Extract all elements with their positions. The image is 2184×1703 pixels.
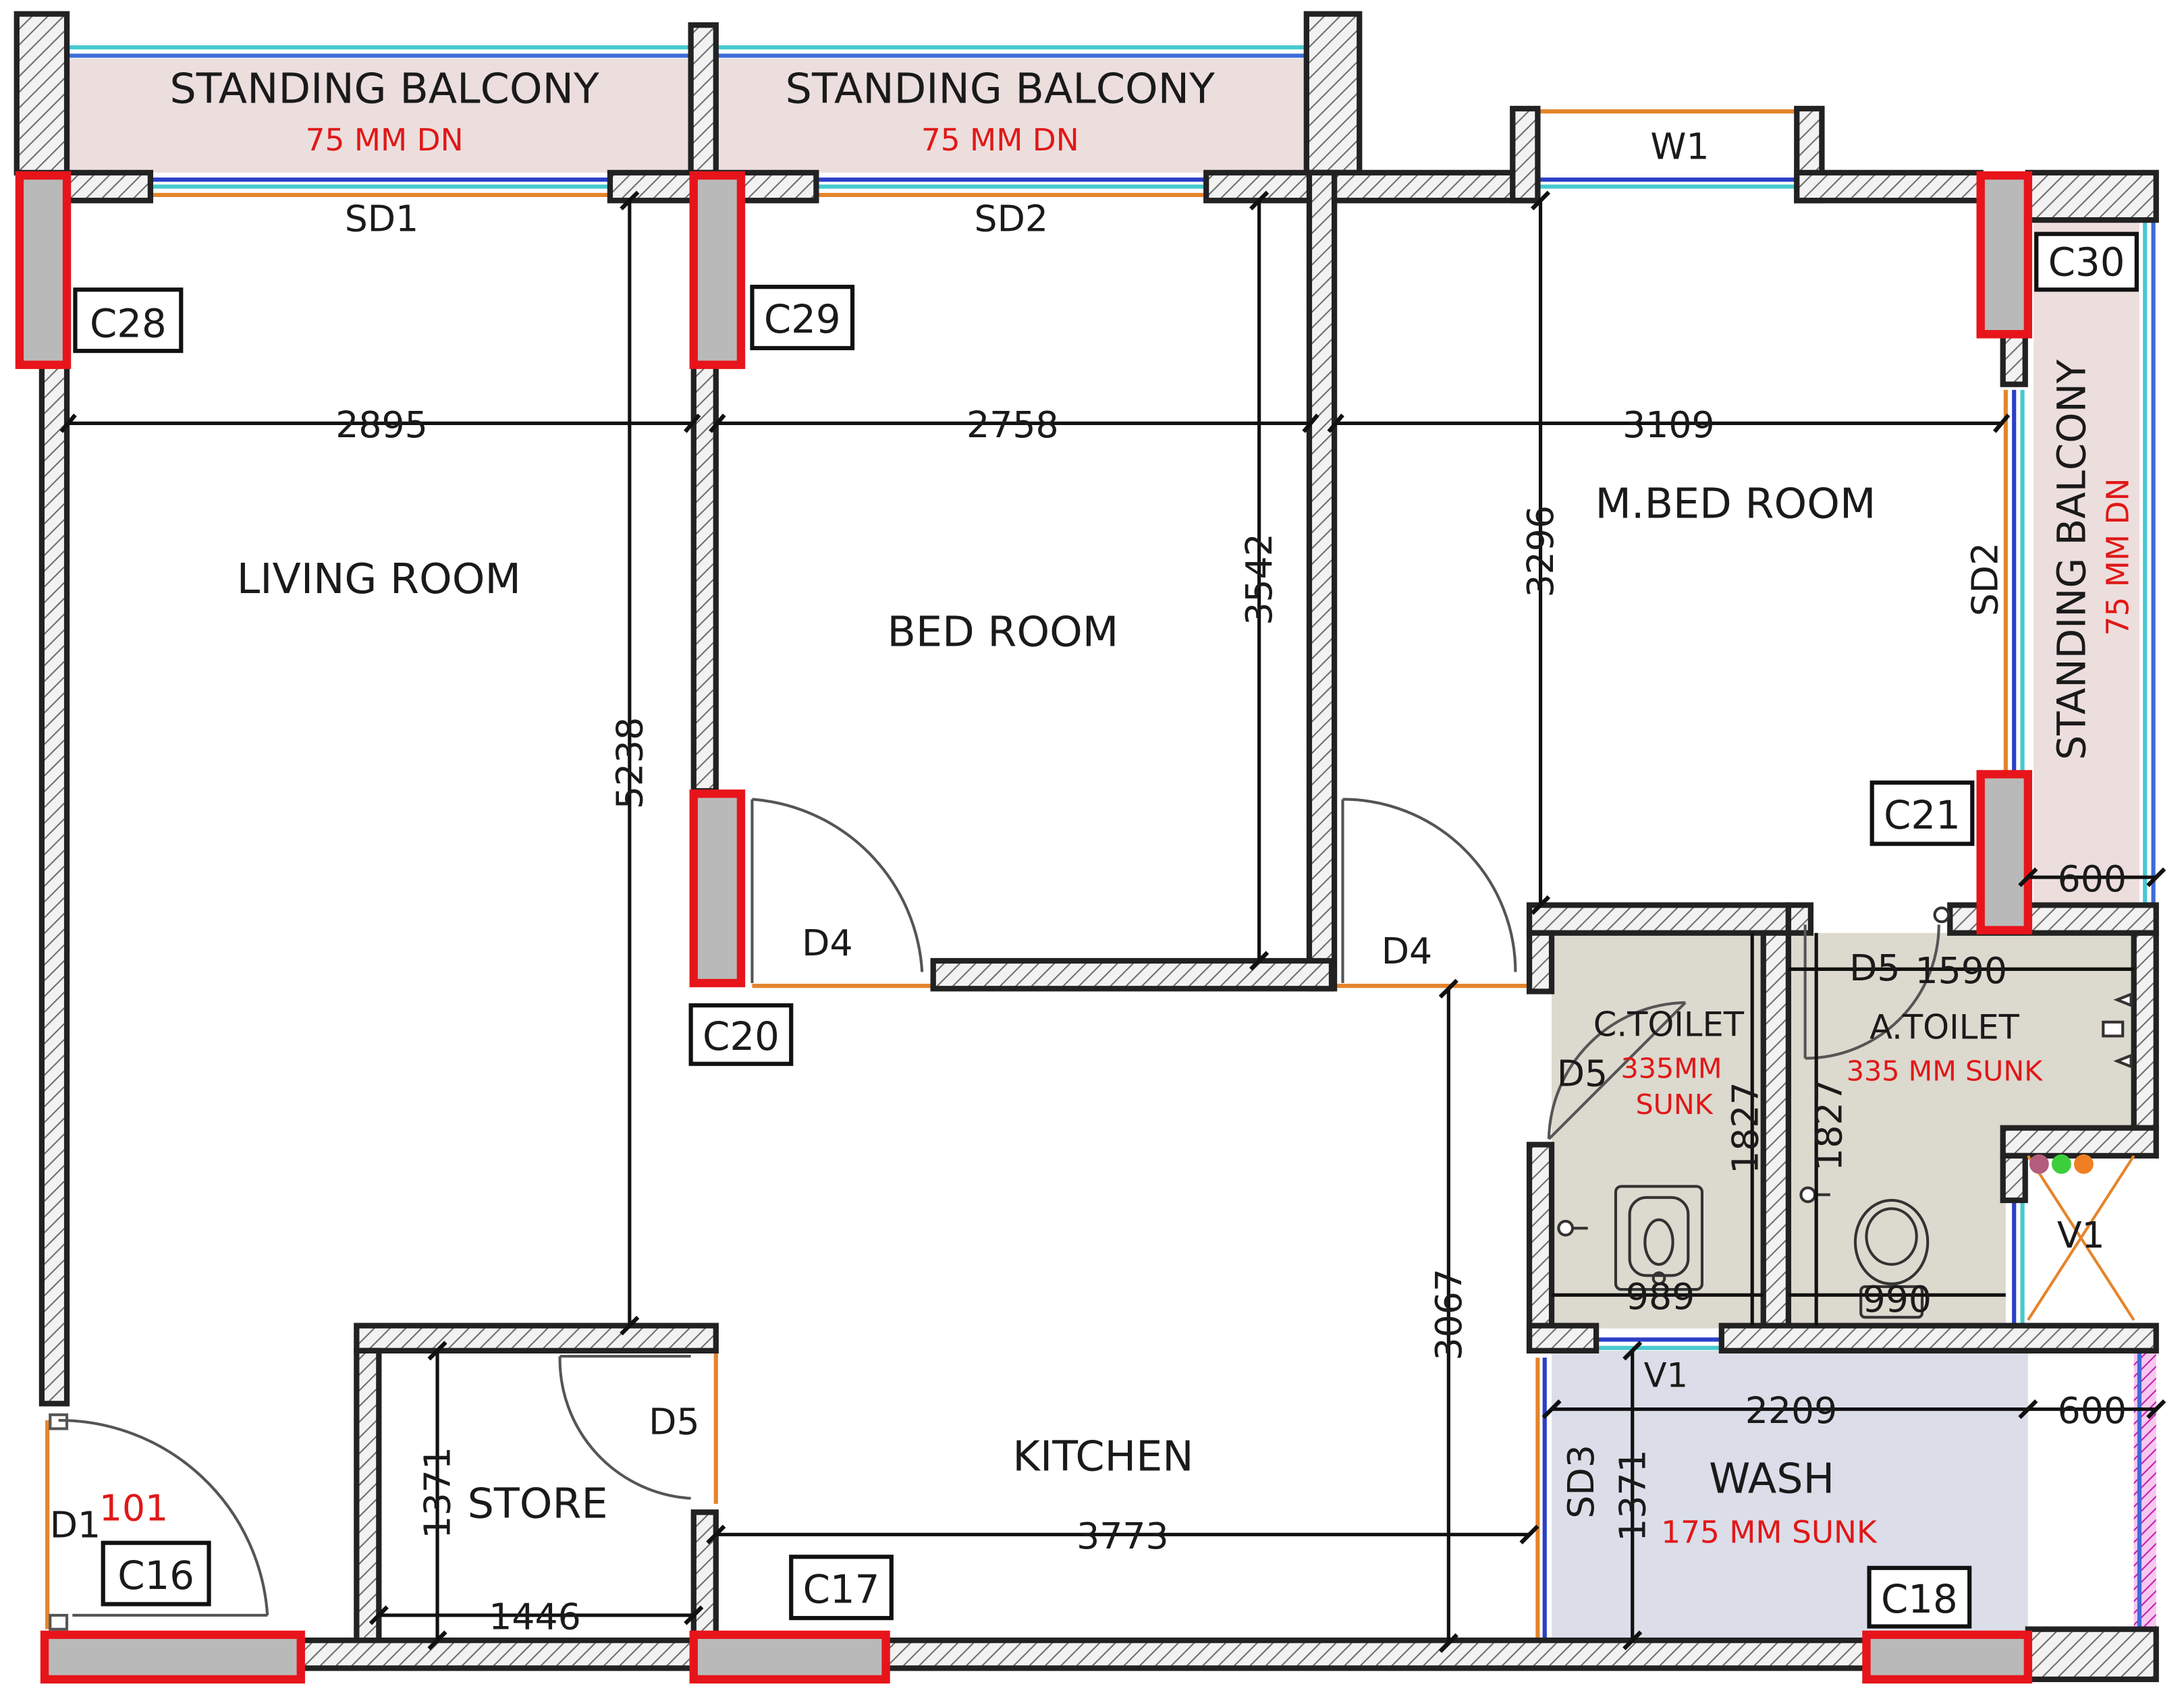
dim-ctoilet-depth: 1827 [1724,1082,1766,1174]
c-toilet-note-2: SUNK [1635,1088,1713,1121]
sd2-side-label: SD2 [1963,542,2006,616]
balcony-floor-1 [67,58,691,173]
duct-hatch [2133,1350,2156,1641]
balcony-1-note: 75 MM DN [306,122,464,158]
c28-label: C28 [90,300,167,346]
dim-mbed-depth: 3296 [1519,505,1562,598]
ctoilet-floor [1552,932,1764,1329]
balcony-3-note: 75 MM DN [2100,478,2135,636]
dim-kitchen-width: 3773 [1076,1515,1169,1557]
dim-atoilet-width: 990 [1863,1278,1932,1320]
tap-icons [1557,906,2133,1237]
column-c28 [15,171,72,369]
balcony-floor-2 [715,58,1307,173]
d4-mbed-label: D4 [1382,930,1432,972]
unit-number: 101 [99,1487,168,1530]
wash-label: WASH [1709,1454,1834,1503]
balcony-2-note: 75 MM DN [921,122,1079,158]
column-c16 [40,1630,305,1684]
dim-mbed-width: 3109 [1622,403,1715,446]
c30-label: C30 [2048,240,2125,285]
column-c30 [1976,171,2033,339]
column-c20 [689,789,746,988]
c17-label: C17 [803,1566,880,1612]
balcony-2-label: STANDING BALCONY [786,65,1215,113]
d1-label: D1 [50,1503,101,1546]
dimension-ticks [59,190,2166,1653]
walls [13,11,2159,1683]
dim-living-width: 2895 [335,403,428,446]
v1-wash-label: V1 [1644,1356,1688,1395]
w1-label: W1 [1650,125,1709,167]
d5-atoilet-label: D5 [1849,947,1900,989]
c21-label: C21 [1884,792,1961,838]
columns [15,171,2033,1684]
dim-store-width: 1446 [489,1596,581,1638]
kitchen-label: KITCHEN [1012,1432,1193,1480]
c-toilet-label: C.TOILET [1593,1005,1745,1044]
bed-room-label: BED ROOM [888,608,1119,657]
toilet-icon [1853,1198,1930,1319]
wash-note: 175 MM SUNK [1661,1515,1878,1551]
column-c21 [1976,770,2033,934]
sd1-label: SD1 [345,198,418,240]
labels: STANDING BALCONY 75 MM DN STANDING BALCO… [50,65,2136,1638]
atoilet-floor [1791,932,2134,1326]
dim-atoilet-depth: 1827 [1807,1079,1850,1171]
m-bed-room-label: M.BED ROOM [1595,480,1876,528]
dim-kitchen-depth: 3067 [1427,1268,1470,1361]
indian-wc-icon [1614,1185,1703,1291]
a-toilet-label: A.TOILET [1869,1008,2019,1047]
store-label: STORE [468,1480,608,1528]
d4-bed-label: D4 [802,922,852,964]
balcony-floor-3 [2033,220,2139,905]
c-toilet-note-1: 335MM [1621,1052,1722,1084]
column-c29 [689,171,746,369]
dim-duct-width: 600 [2058,1389,2127,1432]
v1-shaft-label: V1 [2057,1214,2105,1256]
a-toilet-note: 335 MM SUNK [1847,1055,2043,1087]
sd3-label: SD3 [1560,1445,1602,1518]
d5-ctoilet-label: D5 [1557,1053,1608,1095]
c16-label: C16 [117,1553,194,1598]
service-pipes-icon [2029,1154,2094,1174]
dim-wash-width: 2209 [1745,1389,1838,1432]
column-tags [73,231,2139,1629]
dim-living-depth: 5238 [608,717,651,810]
sd2-top-label: SD2 [975,198,1048,240]
dim-atoilet-top: 1590 [1915,949,2008,992]
dim-store-depth: 1371 [416,1447,459,1539]
living-room-label: LIVING ROOM [237,555,521,603]
door-swings [49,798,2135,1631]
dim-ctoilet-width: 989 [1626,1275,1695,1318]
dimension-lines [67,200,2156,1644]
dim-balcony-depth: 600 [2058,858,2127,900]
column-c18 [1862,1630,2033,1684]
dim-bed-depth: 3542 [1238,533,1280,625]
dim-wash-depth: 1371 [1611,1449,1654,1542]
c29-label: C29 [764,296,841,342]
d5-store-label: D5 [649,1401,699,1443]
balcony-1-label: STANDING BALCONY [169,65,599,113]
column-c17 [689,1630,890,1684]
c18-label: C18 [1881,1576,1958,1622]
c20-label: C20 [703,1013,780,1059]
dim-bed-width: 2758 [966,403,1059,446]
balcony-3-label: STANDING BALCONY [2048,359,2094,760]
